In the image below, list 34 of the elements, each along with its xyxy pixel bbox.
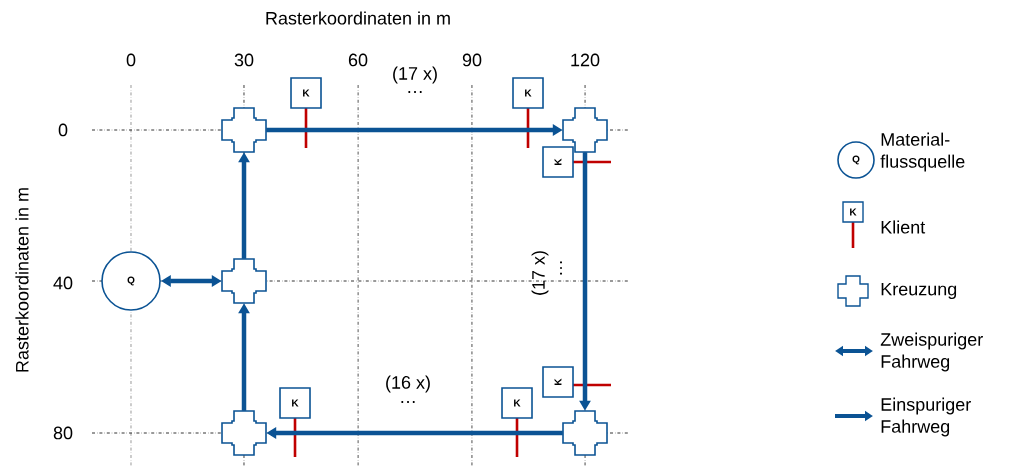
axis-title: Rasterkoordinaten in m: [15, 188, 29, 372]
crossing-symbol: [221, 107, 267, 153]
legend-text: Einspuriger Fahrweg: [881, 397, 971, 437]
ellipsis: …: [560, 261, 562, 275]
legend-icon-letter: Q: [852, 155, 860, 165]
tick-label: 120: [571, 53, 600, 67]
tick-label: 0: [58, 123, 68, 137]
crossing-symbol: [562, 107, 608, 153]
client-box: K: [279, 387, 311, 419]
count-label: (17 x): [531, 251, 549, 295]
count-label: (17 x): [393, 66, 437, 84]
tick-label: 40: [53, 276, 73, 290]
crossing-symbol: [221, 258, 267, 304]
crossing-symbol: [562, 410, 608, 456]
tick-label: 60: [348, 53, 368, 67]
tick-label: 80: [53, 426, 73, 440]
legend-text: Material-flussquelle: [880, 132, 965, 172]
ellipsis: …: [408, 91, 422, 93]
axis-title: Rasterkoordinaten in m: [266, 11, 450, 25]
client-box: K: [542, 366, 574, 398]
tick-label: 0: [126, 53, 136, 67]
client-box: K: [290, 77, 322, 109]
legend-text: Klient: [881, 220, 926, 234]
tick-label: 90: [462, 53, 482, 67]
client-box: K: [501, 387, 533, 419]
count-label: (16 x): [386, 375, 430, 393]
client-box: K: [512, 77, 544, 109]
ellipsis: …: [401, 401, 415, 403]
legend-text: Kreuzung: [881, 282, 957, 300]
legend-text: Zweispuriger Fahrweg: [880, 332, 983, 372]
legend-icon-letter: K: [850, 208, 857, 216]
crossing-symbol: [221, 410, 267, 456]
client-box: K: [542, 146, 574, 178]
tick-label: 30: [234, 53, 254, 67]
